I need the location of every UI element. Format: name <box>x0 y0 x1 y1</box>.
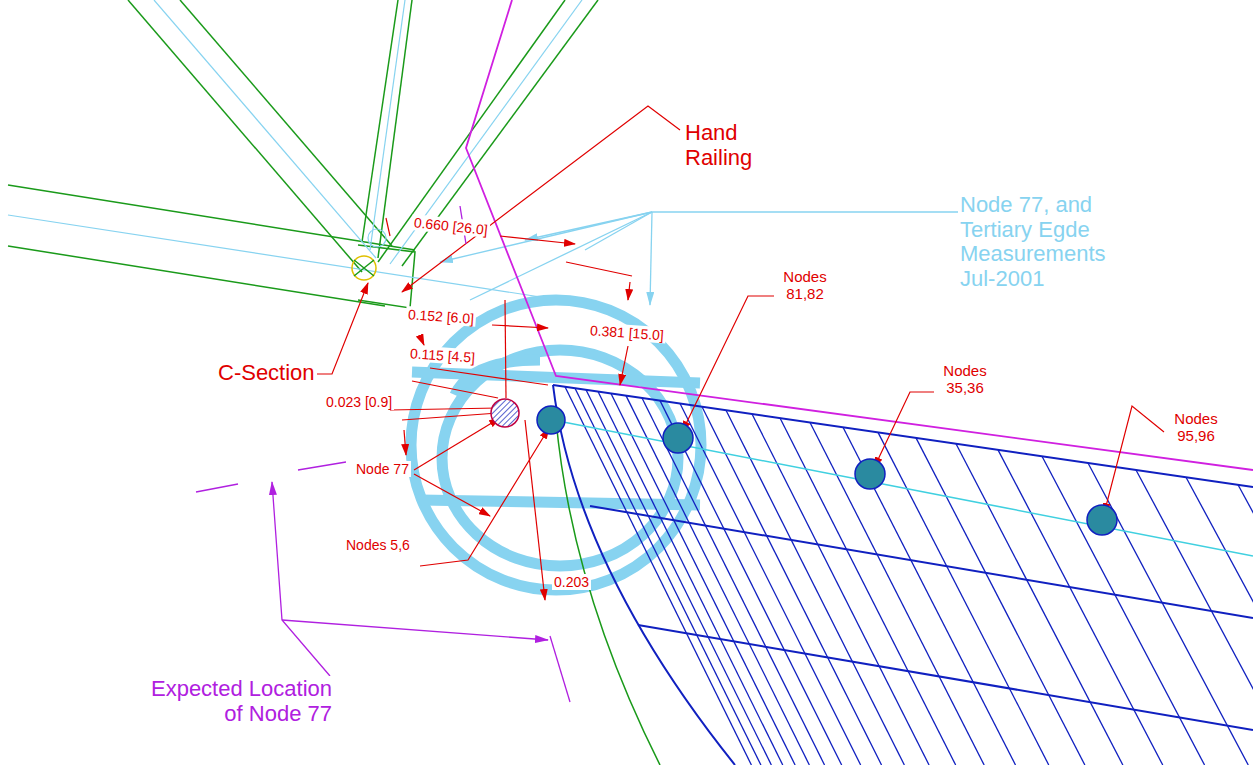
callout-label: Node 77 <box>354 461 411 477</box>
callout-leaders <box>290 106 1164 566</box>
grid-line <box>752 414 929 765</box>
hand-railing <box>8 0 598 308</box>
grid-line <box>878 432 1049 765</box>
grid-line <box>810 422 984 765</box>
node-markers <box>491 399 1117 535</box>
grid-line <box>956 444 1123 765</box>
callout-label: Nodes 35,36 <box>935 362 995 397</box>
dimension-label: 0.023 [0.9] <box>324 394 394 410</box>
grid-line <box>780 418 956 765</box>
c-section-symbol <box>352 256 376 280</box>
grid-line <box>1238 485 1253 765</box>
grid-line <box>565 387 751 765</box>
dimension-label: 0.381 [15.0] <box>587 322 666 343</box>
grid-line <box>843 427 1016 765</box>
callout-label: Nodes 81,82 <box>775 268 835 303</box>
grid-line <box>680 404 861 765</box>
callout-label: C-Section <box>216 360 317 385</box>
node-row-line <box>553 420 1253 556</box>
railing-centerlines <box>8 0 582 300</box>
dimension-label: 0.152 [6.0] <box>405 306 476 327</box>
grid-line <box>575 388 761 765</box>
measurement-rings <box>411 300 701 590</box>
grid-line <box>702 407 882 765</box>
dimension-label: 0.115 [4.5] <box>407 345 477 366</box>
grid-line <box>1136 470 1253 765</box>
callout-label: Nodes 95,96 <box>1166 410 1226 445</box>
grid-line <box>1042 456 1205 765</box>
dish-grid <box>553 385 1253 765</box>
grid-line <box>998 450 1163 765</box>
grid-line <box>1088 463 1248 765</box>
expected-edge <box>466 0 1253 470</box>
dimension-label: 0.660 [26.0] <box>411 214 490 238</box>
grid-line <box>726 410 904 765</box>
callout-label: Hand Railing <box>683 120 787 171</box>
measurement-leaders <box>440 212 1030 305</box>
grid-line <box>1186 477 1253 765</box>
tertiary-edge <box>556 420 660 765</box>
grid-line <box>626 396 809 765</box>
expected-location-marks <box>196 206 570 702</box>
dimension-label: 0.203 <box>552 574 591 590</box>
grid-line <box>916 438 1085 765</box>
callout-label: Nodes 5,6 <box>344 537 412 553</box>
note-label: Node 77, and Tertiary Egde Measurements … <box>958 193 1130 292</box>
note-label: Expected Location of Node 77 <box>138 676 334 727</box>
dimension-lines <box>386 218 632 600</box>
grid-line <box>660 401 842 765</box>
grid-line <box>598 392 783 765</box>
